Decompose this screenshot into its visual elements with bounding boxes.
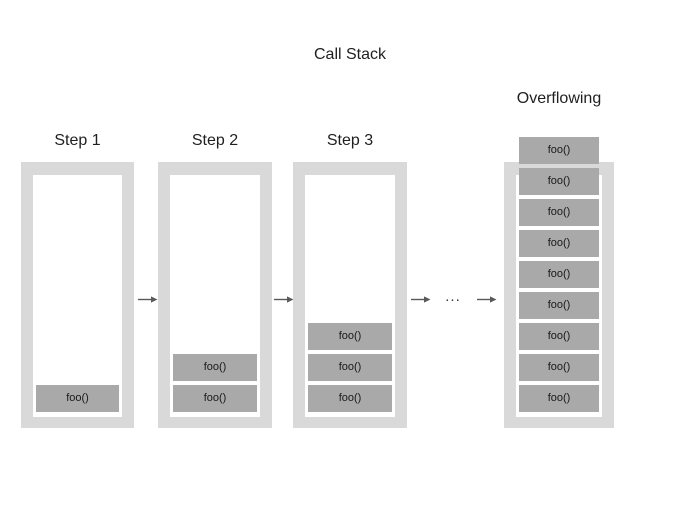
right-arrow-icon bbox=[138, 293, 158, 306]
stack-frame: foo() bbox=[519, 385, 599, 412]
stack-frame: foo() bbox=[173, 354, 257, 381]
stack-frame: foo() bbox=[173, 385, 257, 412]
stack-container: foo() foo() foo() foo() foo() foo() foo() foo()… bbox=[504, 137, 614, 428]
stack-frame: foo() bbox=[519, 137, 599, 164]
stack-frame: foo() bbox=[519, 261, 599, 288]
stack-overflowing: Overflowing foo()foo()foo()foo()foo()foo… bbox=[504, 0, 614, 525]
right-arrow-icon bbox=[274, 293, 294, 306]
stack-frame: foo() bbox=[519, 168, 599, 195]
stack-inner: foo() foo() foo() foo() foo() foo() foo() foo()… bbox=[516, 137, 602, 417]
stack-label: Step 2 bbox=[191, 132, 239, 149]
stack-frame: foo() bbox=[308, 354, 392, 381]
stack-container: foo() bbox=[21, 162, 134, 428]
stack-frame: foo() bbox=[519, 230, 599, 257]
stack-frame: foo() bbox=[519, 354, 599, 381]
stack-label: Step 3 bbox=[326, 132, 374, 149]
stack-label: Overflowing bbox=[516, 90, 602, 107]
diagram-title: Call Stack bbox=[313, 46, 387, 63]
stack-inner: foo() bbox=[33, 175, 122, 417]
ellipsis: ... bbox=[445, 288, 461, 305]
stack-step-1: Step 1 foo() bbox=[21, 0, 134, 525]
stack-frame: foo() bbox=[519, 323, 599, 350]
stack-frame: foo() bbox=[519, 292, 599, 319]
stack-frame: foo() bbox=[519, 199, 599, 226]
stack-inner: foo() foo() bbox=[170, 175, 260, 417]
stack-inner: foo() foo() foo() bbox=[305, 175, 395, 417]
stack-label: Step 1 bbox=[54, 132, 101, 149]
stack-frame: foo() bbox=[308, 323, 392, 350]
right-arrow-icon bbox=[411, 293, 431, 306]
stack-step-3: Step 3 foo() foo() foo() bbox=[293, 0, 407, 525]
stack-container: foo() foo() foo() bbox=[293, 162, 407, 428]
right-arrow-icon bbox=[477, 293, 497, 306]
stack-frame: foo() bbox=[308, 385, 392, 412]
stack-step-2: Step 2 foo() foo() bbox=[158, 0, 272, 525]
stack-frame: foo() bbox=[36, 385, 119, 412]
stack-container: foo() foo() bbox=[158, 162, 272, 428]
